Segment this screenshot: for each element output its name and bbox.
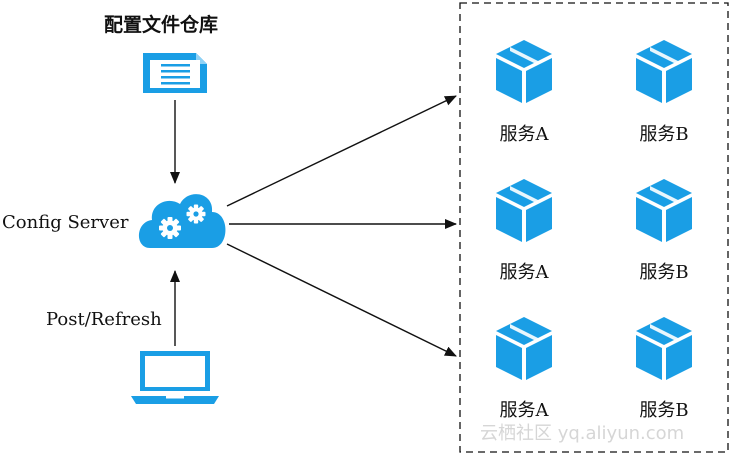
server-to-top-services-arrow [226, 95, 457, 207]
cube-icon [636, 317, 692, 380]
post-refresh-label: Post/Refresh [46, 309, 162, 330]
laptop-icon [131, 351, 219, 404]
cube-icon [496, 317, 552, 380]
cube-icon [496, 40, 552, 103]
document-icon [143, 53, 207, 93]
server-to-bottom-services-arrow [226, 243, 457, 357]
service-label: 服务A [499, 400, 549, 421]
cube-icon [496, 179, 552, 242]
service-label: 服务A [499, 124, 549, 145]
cube-icon [636, 179, 692, 242]
service-label: 服务A [499, 262, 549, 283]
service-label: 服务B [639, 124, 689, 145]
config-repo-title: 配置文件仓库 [104, 14, 219, 36]
service-label: 服务B [639, 400, 689, 421]
service-label: 服务B [639, 262, 689, 283]
cloud-gears-icon [138, 194, 226, 248]
services-group-box [459, 2, 729, 453]
cube-icon [636, 40, 692, 103]
config-server-label: Config Server [2, 212, 129, 233]
watermark: 云栖社区 yq.aliyun.com [480, 423, 685, 444]
